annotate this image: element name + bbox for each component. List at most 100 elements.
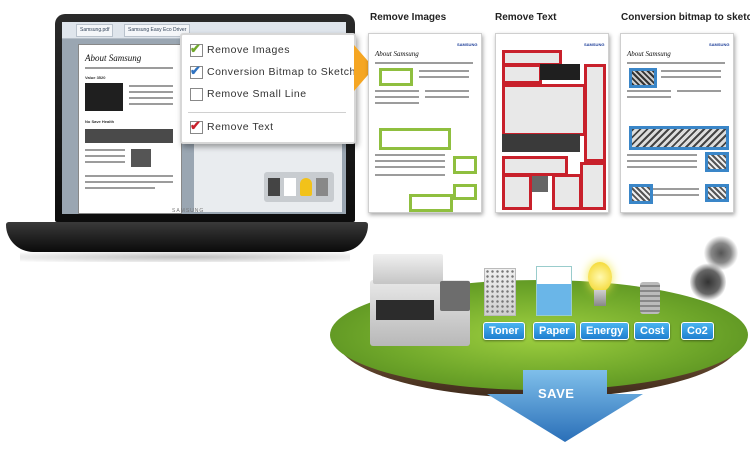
checkbox-remove-images[interactable]: ✔ xyxy=(190,40,203,57)
bulb-icon xyxy=(300,178,312,196)
screen-document-subtitle: Value 3520 xyxy=(85,75,106,80)
text-line xyxy=(653,194,699,196)
text-line xyxy=(661,70,721,72)
toner-icon xyxy=(484,268,516,316)
sample-remove-images: SAMSUNG About Samsung xyxy=(368,33,482,213)
document-image xyxy=(131,149,151,167)
document-image xyxy=(532,176,548,192)
text-line xyxy=(129,103,173,105)
text-line xyxy=(85,155,125,157)
popup-divider xyxy=(188,112,346,113)
sample-remove-text: SAMSUNG xyxy=(495,33,609,213)
sample-doc-title: About Samsung xyxy=(627,50,671,58)
text-line xyxy=(85,187,155,189)
text-line xyxy=(653,188,699,190)
text-line xyxy=(375,102,419,104)
printer-scanner-lid xyxy=(373,254,443,284)
checkbox-remove-text[interactable]: ✔ xyxy=(190,117,203,134)
text-line xyxy=(129,91,173,93)
text-line xyxy=(627,166,697,168)
option-remove-small-line[interactable]: Remove Small Line xyxy=(190,85,307,103)
smoke-icon xyxy=(704,235,738,271)
laptop-base: SAMSUNG xyxy=(6,208,368,252)
sketch-image-box xyxy=(705,184,729,202)
document-image xyxy=(540,64,580,80)
laptop-brand: SAMSUNG xyxy=(172,208,205,214)
removed-text-box xyxy=(580,162,606,210)
option-conversion-bitmap[interactable]: ✔ Conversion Bitmap to Sketch xyxy=(190,63,356,81)
badge-cost: Cost xyxy=(634,322,671,340)
text-line xyxy=(375,160,445,162)
removed-image-box xyxy=(379,68,413,86)
text-line xyxy=(419,70,469,72)
option-label: Remove Images xyxy=(207,44,290,56)
removed-text-box xyxy=(552,174,582,210)
screen-document-title: About Samsung xyxy=(85,53,142,63)
removed-text-box xyxy=(502,84,586,136)
paper-icon xyxy=(536,266,572,316)
sample-doc-title: About Samsung xyxy=(375,50,419,58)
sketch-image-box xyxy=(629,184,653,204)
option-remove-text[interactable]: ✔ Remove Text xyxy=(190,118,274,136)
option-label: Remove Text xyxy=(207,121,274,133)
sketch-image-box xyxy=(705,152,729,172)
samsung-logo: SAMSUNG xyxy=(709,42,730,47)
toner-icon xyxy=(268,178,280,196)
removed-text-box xyxy=(502,174,532,210)
sketch-image-box xyxy=(629,68,657,88)
text-line xyxy=(129,97,173,99)
sample-title-remove-text: Remove Text xyxy=(495,12,557,23)
text-line xyxy=(129,85,173,87)
text-line xyxy=(425,90,469,92)
option-label: Conversion Bitmap to Sketch xyxy=(207,66,356,78)
badge-energy: Energy xyxy=(580,322,630,340)
document-image xyxy=(502,134,580,152)
samsung-logo: SAMSUNG xyxy=(584,42,605,47)
sample-title-remove-images: Remove Images xyxy=(370,12,447,23)
removed-image-box xyxy=(453,184,477,200)
checkmark-icon: ✔ xyxy=(190,62,201,78)
sketch-image-box xyxy=(629,126,729,150)
removed-text-box xyxy=(502,64,542,84)
text-line xyxy=(419,76,469,78)
text-line xyxy=(375,166,445,168)
rule-line xyxy=(375,62,473,64)
removed-image-box xyxy=(409,194,453,212)
removed-image-box xyxy=(379,128,451,150)
removed-text-box xyxy=(584,64,606,162)
text-line xyxy=(661,76,721,78)
text-line xyxy=(85,175,173,177)
document-image xyxy=(85,83,123,111)
checkmark-icon: ✔ xyxy=(190,117,201,133)
text-line xyxy=(375,154,445,156)
sample-title-conversion-bitmap: Conversion bitmap to sketch xyxy=(621,12,750,23)
samsung-logo: SAMSUNG xyxy=(457,42,478,47)
coins-icon xyxy=(640,282,660,314)
text-line xyxy=(375,96,419,98)
text-line xyxy=(627,154,697,156)
save-label: SAVE xyxy=(538,386,575,401)
rule-line xyxy=(85,67,173,69)
checkbox-remove-small-line[interactable] xyxy=(190,87,203,101)
document-image xyxy=(85,129,173,143)
options-popup: ✔ Remove Images ✔ Conversion Bitmap to S… xyxy=(180,33,356,144)
option-remove-images[interactable]: ✔ Remove Images xyxy=(190,41,290,59)
coins-icon xyxy=(316,178,328,196)
laptop-shadow xyxy=(20,252,350,262)
removed-image-box xyxy=(453,156,477,174)
checkmark-icon: ✔ xyxy=(190,40,201,56)
text-line xyxy=(85,181,173,183)
screen-tab-eco-driver[interactable]: Samsung Easy Eco Driver xyxy=(124,24,191,37)
text-line xyxy=(85,161,125,163)
printer-control-panel xyxy=(440,281,470,311)
printer-output-tray xyxy=(376,300,434,320)
badge-co2: Co2 xyxy=(681,322,714,340)
driver-icons-bar xyxy=(264,172,334,202)
checkbox-conversion-bitmap[interactable]: ✔ xyxy=(190,62,203,79)
screen-tab-document[interactable]: Samsung.pdf xyxy=(76,24,114,37)
screen-document-page: About Samsung Value 3520 No Save Health xyxy=(78,44,182,214)
text-line xyxy=(375,174,445,176)
text-line xyxy=(627,160,697,162)
text-line xyxy=(85,149,125,151)
badge-paper: Paper xyxy=(533,322,576,340)
